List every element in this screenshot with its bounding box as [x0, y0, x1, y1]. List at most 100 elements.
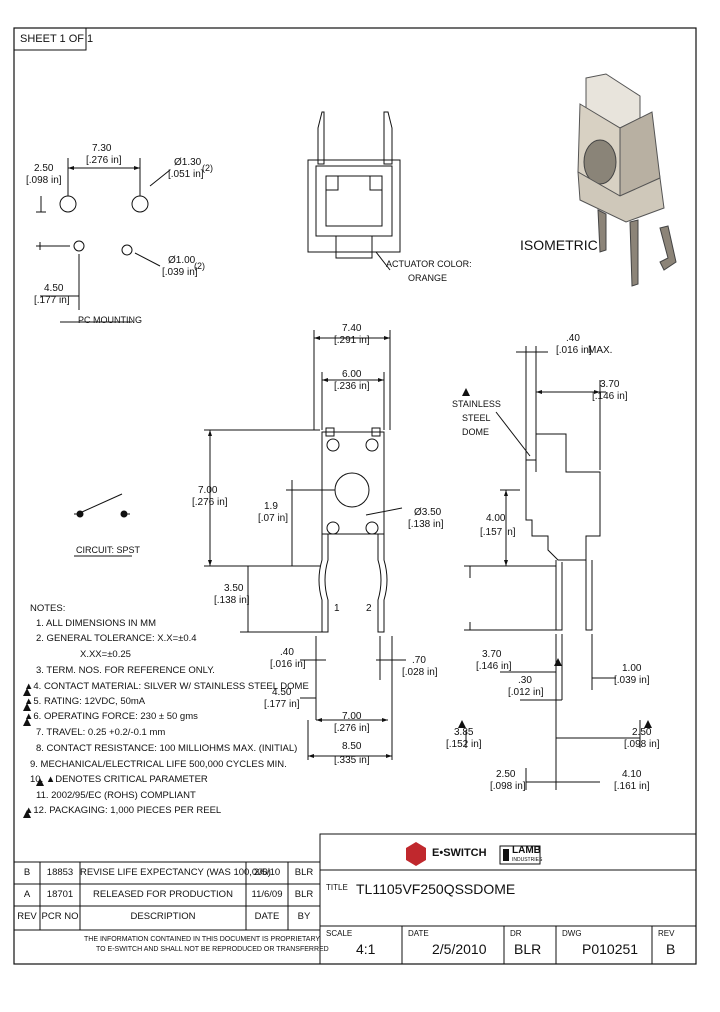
date-cell: 2/5/10	[253, 867, 281, 878]
note-item: X.XX=±0.25	[80, 649, 131, 660]
header-pcr: PCR NO	[41, 911, 79, 922]
fv-dim-40-in: [.016 in]	[270, 659, 306, 670]
rev-cell: B	[23, 867, 31, 878]
note-item: 8. CONTACT RESISTANCE: 100 MILLIOHMS MAX…	[36, 743, 298, 754]
date-cell: 11/6/09	[251, 889, 283, 900]
desc-cell: REVISE LIFE EXPECTANCY (WAS 100,000)	[80, 867, 271, 878]
sv-dim-250-in: [.098 in]	[624, 739, 660, 750]
dim-100-qty: (2)	[194, 261, 205, 271]
sheet-label: SHEET 1 OF 1	[20, 33, 94, 45]
fv-dim-740-in: [.291 in]	[334, 335, 370, 346]
e-switch-logo-text: E•SWITCH	[432, 847, 487, 859]
actuator-note-line2: ORANGE	[408, 273, 448, 283]
date-label: DATE	[408, 929, 429, 938]
dr-value: BLR	[514, 941, 542, 957]
fv-dim-700-in: [.276 in]	[192, 497, 228, 508]
dim-130: Ø1.30	[174, 157, 202, 168]
sv-dim-385: 3.85	[454, 727, 474, 738]
lamb-logo-sub: INDUSTRIES	[512, 857, 543, 863]
fv-dim-40: .40	[280, 647, 294, 658]
by-cell: BLR	[294, 889, 314, 900]
date-value: 2/5/2010	[432, 941, 487, 957]
fv-dim-350b-in: [.138 in]	[214, 595, 250, 606]
header-desc: DESCRIPTION	[130, 911, 196, 922]
dim-250-in: [.098 in]	[26, 175, 62, 186]
dome-line1: STAINLESS	[452, 399, 501, 409]
sv-dim-30: .30	[518, 675, 532, 686]
sv-dim-100-in: [.039 in]	[614, 675, 650, 686]
dim-450-in: [.177 in]	[34, 295, 70, 306]
pc-mounting-label: PC MOUNTING	[78, 315, 142, 325]
dim-130-qty: (2)	[202, 163, 213, 173]
actuator-note-line1: ACTUATOR COLOR:	[386, 259, 472, 269]
dr-label: DR	[510, 929, 522, 938]
note-item: 3. TERM. NOS. FOR REFERENCE ONLY.	[36, 665, 215, 676]
dim-450: 4.50	[44, 283, 64, 294]
fv-dim-350b: 3.50	[224, 583, 244, 594]
rev-value: B	[666, 941, 676, 957]
circuit-label: CIRCUIT: SPST	[76, 545, 141, 555]
dim-730: 7.30	[92, 143, 112, 154]
title-value: TL1105VF250QSSDOME	[356, 881, 516, 897]
sv-dim-370: 3.70	[600, 379, 620, 390]
sv-dim-370b-in: [.146 in]	[476, 661, 512, 672]
dome-line3: DOME	[462, 427, 489, 437]
fv-dim-350: Ø3.50	[414, 507, 442, 518]
scale-label: SCALE	[326, 929, 353, 938]
sv-dim-410-in: [.161 in]	[614, 781, 650, 792]
sv-dim-400: 4.00	[486, 513, 506, 524]
confidential-line1: THE INFORMATION CONTAINED IN THIS DOCUME…	[84, 936, 321, 943]
note-item: ▲4. CONTACT MATERIAL: SILVER W/ STAINLES…	[24, 681, 309, 692]
rev-cell: A	[23, 889, 31, 900]
sv-dim-400-in: [.157 in]	[480, 527, 516, 538]
confidential-line2: TO E-SWITCH AND SHALL NOT BE REPRODUCED …	[96, 946, 329, 953]
fv-dim-600: 6.00	[342, 369, 362, 380]
sv-max: MAX.	[588, 345, 613, 356]
dim-730-in: [.276 in]	[86, 155, 122, 166]
pcr-cell: 18701	[46, 889, 74, 900]
sv-dim-250: 2.50	[632, 727, 652, 738]
sv-dim-385-in: [.152 in]	[446, 739, 482, 750]
note-item: 11. 2002/95/EC (ROHS) COMPLIANT	[36, 790, 196, 801]
fv-dim-740: 7.40	[342, 323, 362, 334]
note-item: ▲5. RATING: 12VDC, 50mA	[24, 696, 146, 707]
isometric-label: ISOMETRIC	[520, 237, 598, 253]
fv-dim-19-in: [.07 in]	[258, 513, 289, 524]
dim-100-in: [.039 in]	[162, 267, 198, 278]
dim-130-in: [.051 in]	[168, 169, 204, 180]
dim-100: Ø1.00	[168, 255, 196, 266]
dim-250: 2.50	[34, 163, 54, 174]
notes-title: NOTES:	[30, 603, 66, 614]
fv-dim-350-in: [.138 in]	[408, 519, 444, 530]
fv-dim-450: 4.50	[272, 687, 292, 698]
header-date: DATE	[254, 911, 280, 922]
fv-dim-600-in: [.236 in]	[334, 381, 370, 392]
dwg-value: P010251	[582, 941, 639, 957]
fv-dim-700b: 7.00	[342, 711, 362, 722]
lamb-logo-text: LAMB	[512, 845, 541, 856]
fv-dim-850-in: [.335 in]	[334, 755, 370, 766]
pcr-cell: 18853	[46, 867, 74, 878]
by-cell: BLR	[294, 867, 314, 878]
note-item: 2. GENERAL TOLERANCE: X.X=±0.4	[36, 633, 197, 644]
note-item: 1. ALL DIMENSIONS IN MM	[36, 618, 157, 629]
fv-dim-19: 1.9	[264, 501, 278, 512]
note-item: ▲6. OPERATING FORCE: 230 ± 50 gms	[24, 711, 198, 722]
sv-dim-250b: 2.50	[496, 769, 516, 780]
sv-dim-370-in: [.146 in]	[592, 391, 628, 402]
note-item: 9. MECHANICAL/ELECTRICAL LIFE 500,000 CY…	[30, 759, 287, 770]
scale-value: 4:1	[356, 941, 376, 957]
sv-dim-100: 1.00	[622, 663, 642, 674]
dome-line2: STEEL	[462, 413, 491, 423]
sv-dim-30-in: [.012 in]	[508, 687, 544, 698]
sv-dim-40: .40	[566, 333, 580, 344]
note-item: 10. ▲DENOTES CRITICAL PARAMETER	[30, 774, 208, 785]
header-rev: REV	[17, 911, 37, 922]
rev-label: REV	[658, 929, 675, 938]
fv-dim-450-in: [.177 in]	[264, 699, 300, 710]
note-item: ▲12. PACKAGING: 1,000 PIECES PER REEL	[24, 805, 222, 816]
